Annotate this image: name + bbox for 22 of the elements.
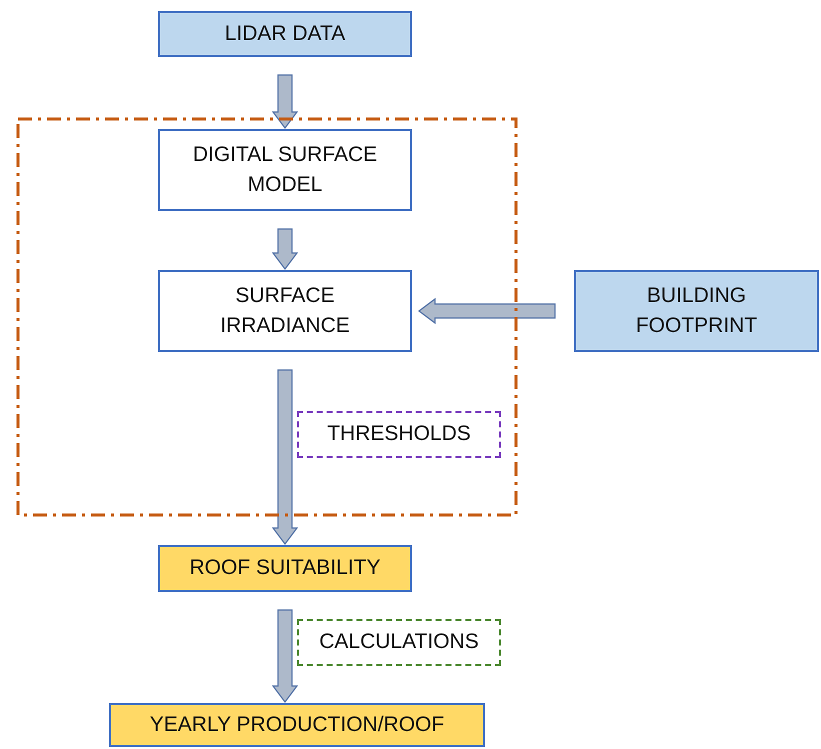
block-arrow <box>272 609 298 703</box>
process-box <box>158 129 412 211</box>
dash-dot-group-box <box>16 117 518 517</box>
output-box <box>158 545 412 592</box>
block-arrow <box>272 228 298 270</box>
box-label: DIGITAL SURFACE MODEL <box>192 142 378 198</box>
block-arrow <box>272 74 298 129</box>
input-box <box>574 270 819 352</box>
box-label: CALCULATIONS <box>318 629 480 656</box>
box-label: SURFACE IRRADIANCE <box>219 282 351 339</box>
box-label: YEARLY PRODUCTION/ROOF <box>148 712 446 738</box>
note-box <box>297 411 501 458</box>
note-box <box>297 619 501 666</box>
block-arrow <box>272 369 298 545</box>
process-box <box>158 270 412 352</box>
output-box <box>109 703 485 747</box>
box-label: ROOF SUITABILITY <box>188 555 382 582</box>
input-box <box>158 11 412 57</box>
box-label: LIDAR DATA <box>224 20 346 47</box>
box-label: THRESHOLDS <box>326 421 472 448</box>
box-label: BUILDING FOOTPRINT <box>634 282 758 339</box>
block-arrow <box>418 298 556 324</box>
